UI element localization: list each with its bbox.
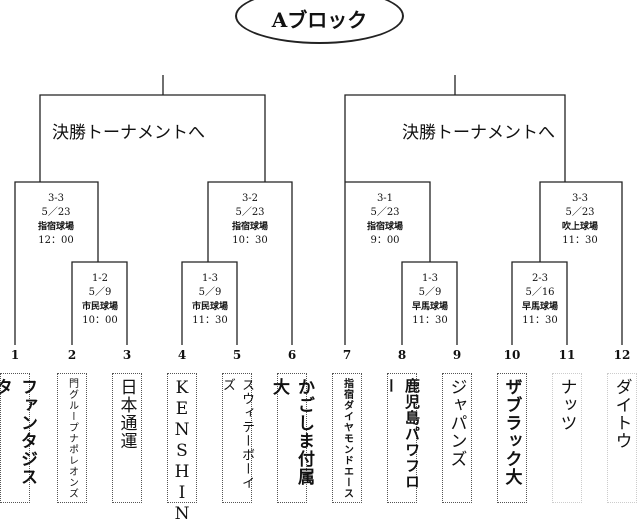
team-number: 1 <box>10 348 20 362</box>
match-line-8 <box>511 261 568 345</box>
match-line-3 <box>207 181 293 345</box>
team-name: ジャパンズ <box>442 373 472 503</box>
team-number: 3 <box>122 348 132 362</box>
team-number: 7 <box>342 348 352 362</box>
team-name: ダイトウ <box>607 373 637 503</box>
team-name: ザブラック大 <box>497 373 527 503</box>
team-name: 門グループナポレオンズ <box>57 373 87 503</box>
team-number: 2 <box>67 348 77 362</box>
match-line-4 <box>181 261 238 345</box>
team-name: KENSHIN <box>167 373 197 525</box>
team-number: 6 <box>287 348 297 362</box>
match-line-5 <box>344 181 431 345</box>
team-name: スウィテーボーイズ <box>220 373 254 503</box>
team-name: ナッツ <box>552 373 582 503</box>
team-name: 指宿ダイヤモンドエース <box>332 373 362 503</box>
team-number: 8 <box>397 348 407 362</box>
team-number: 10 <box>503 348 521 362</box>
team-name: 日本通運 <box>112 373 142 503</box>
final-bracket-right <box>344 75 566 182</box>
team-name: 鹿児島パワフロー <box>382 373 421 503</box>
team-number: 5 <box>232 348 242 362</box>
final-label-right: 決勝トーナメントへ <box>402 123 555 143</box>
team-number: 12 <box>613 348 631 362</box>
match-line-2 <box>71 261 128 345</box>
team-number: 9 <box>452 348 462 362</box>
match-line-7 <box>539 181 623 345</box>
team-name: ファンタジスタ <box>0 373 37 503</box>
team-name: かごしま付属大 <box>269 373 314 503</box>
team-number: 11 <box>558 348 576 362</box>
final-bracket-left <box>39 75 266 182</box>
match-line-6 <box>401 261 458 345</box>
team-number: 4 <box>177 348 187 362</box>
match-line-1 <box>14 181 99 345</box>
final-label-left: 決勝トーナメントへ <box>52 123 205 143</box>
